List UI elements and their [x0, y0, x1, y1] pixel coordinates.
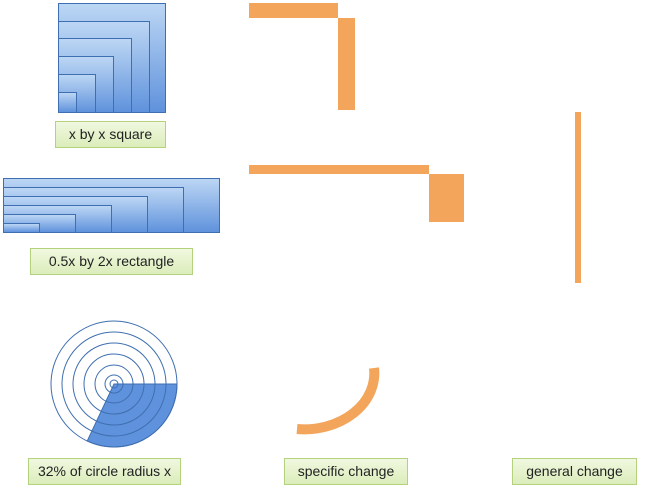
square-0: [58, 92, 77, 113]
specific-change-label: specific change: [284, 458, 408, 485]
general-change-label: general change: [512, 458, 637, 485]
circle-ring-4: [72, 342, 156, 426]
circle-ring-5: [61, 331, 167, 437]
circle-ring-6: [50, 320, 178, 448]
rectangle-0: [3, 223, 40, 233]
rectangle-change-top-bar: [249, 165, 429, 174]
circle-ring-0: [109, 379, 119, 389]
rectangle-change-block: [429, 174, 464, 222]
circle-ring-1: [104, 374, 124, 394]
square-change-side-bar: [338, 18, 355, 110]
circle-sector: [86, 383, 178, 448]
concentric-circles: [50, 320, 178, 448]
square-change-top-bar: [249, 3, 338, 18]
rectangle-label: 0.5x by 2x rectangle: [30, 248, 193, 275]
circle-ring-3: [83, 353, 145, 415]
circle-ring-2: [94, 364, 134, 404]
circle-label: 32% of circle radius x: [28, 458, 181, 485]
square-label: x by x square: [55, 121, 166, 148]
general-change-bar: [575, 112, 581, 283]
circle-change-arc: [296, 367, 380, 435]
